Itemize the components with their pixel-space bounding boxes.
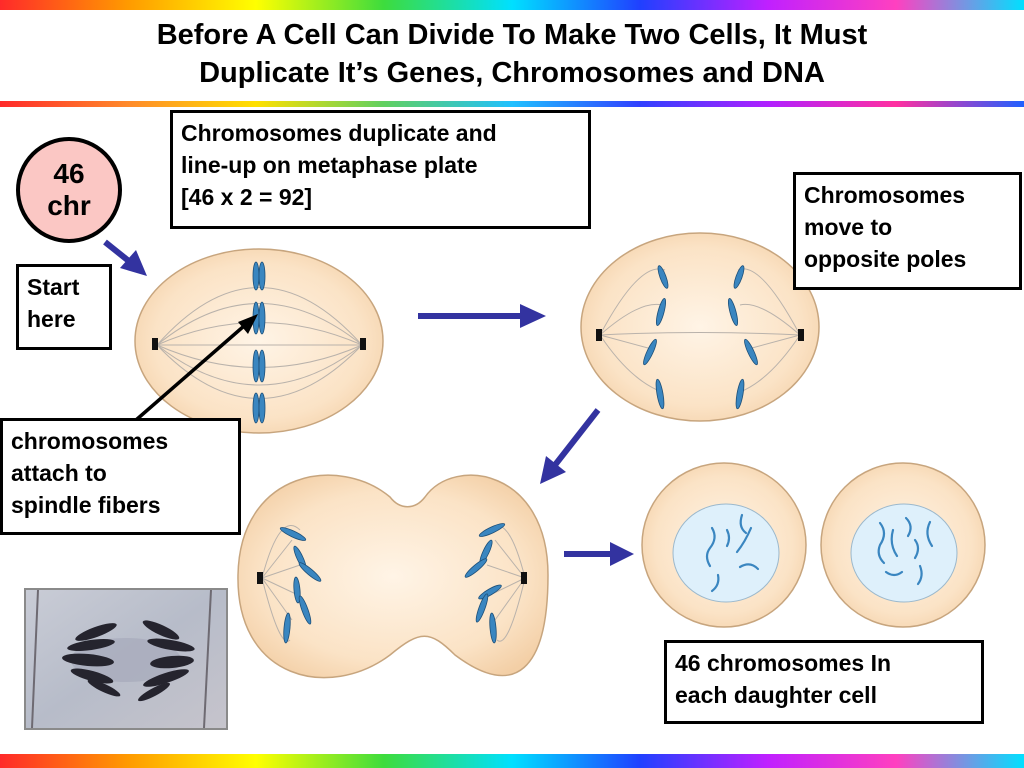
daughter-cell-left	[641, 462, 807, 628]
anaphase-label-line-3: opposite poles	[804, 246, 967, 272]
daughter-chromatin-right	[877, 516, 934, 586]
anaphase-label-line-2: move to	[804, 214, 893, 240]
top-rainbow-bar	[0, 0, 1024, 10]
daughter-label-line-1: 46 chromosomes In	[675, 650, 892, 676]
telophase-chromosomes	[279, 523, 506, 644]
daughter-label-line-2: each daughter cell	[675, 682, 877, 708]
metaphase-centrioles	[152, 338, 366, 350]
title-line-2: Duplicate It’s Genes, Chromosomes and DN…	[199, 57, 825, 89]
micrograph-image	[26, 590, 226, 728]
metaphase-label-line-3: [46 x 2 = 92]	[181, 184, 313, 210]
spindle-label: chromosomes attach to spindle fibers	[0, 418, 241, 535]
daughter-chromatin-left	[705, 513, 760, 593]
slide-title: Before A Cell Can Divide To Make Two Cel…	[0, 16, 1024, 92]
spindle-pointer-arrow	[134, 314, 258, 422]
daughter-cells-label: 46 chromosomes In each daughter cell	[664, 640, 984, 724]
anaphase-to-telophase-arrow	[540, 408, 601, 484]
flow-arrows	[103, 239, 634, 566]
start-here-label: Start here	[16, 264, 112, 350]
badge-line-2: chr	[47, 190, 91, 221]
spindle-label-line-3: spindle fibers	[11, 492, 161, 518]
spindle-label-line-2: attach to	[11, 460, 107, 486]
telophase-to-daughter-arrow	[564, 542, 634, 566]
telophase-centrioles	[257, 572, 527, 584]
metaphase-chromosomes	[252, 261, 266, 424]
metaphase-label: Chromosomes duplicate and line-up on met…	[170, 110, 591, 229]
daughter-cell-right	[820, 462, 986, 628]
metaphase-label-line-2: line-up on metaphase plate	[181, 152, 478, 178]
chromosome-count-badge: 46 chr	[16, 137, 122, 243]
anaphase-micrograph	[24, 588, 228, 730]
daughter-nucleus-left	[672, 503, 780, 603]
anaphase-cell	[580, 232, 820, 422]
metaphase-label-line-1: Chromosomes duplicate and	[181, 120, 497, 146]
spindle-label-line-1: chromosomes	[11, 428, 169, 454]
daughter-nucleus-right	[850, 503, 958, 603]
telophase-cell	[237, 474, 549, 679]
badge-to-cell-arrow	[103, 239, 147, 276]
metaphase-to-anaphase-arrow	[418, 304, 546, 328]
metaphase-cell	[134, 248, 384, 434]
start-label-line-1: Start	[27, 274, 80, 300]
title-line-1: Before A Cell Can Divide To Make Two Cel…	[156, 19, 868, 51]
bottom-rainbow-bar	[0, 754, 1024, 768]
start-label-line-2: here	[27, 306, 76, 332]
title-rainbow-rule	[0, 101, 1024, 107]
badge-line-1: 46	[53, 158, 85, 189]
anaphase-centrioles	[596, 329, 804, 341]
anaphase-label-line-1: Chromosomes	[804, 182, 966, 208]
metaphase-spindle-fibers	[156, 287, 363, 399]
anaphase-label: Chromosomes move to opposite poles	[793, 172, 1022, 290]
anaphase-chromosomes	[643, 265, 758, 410]
